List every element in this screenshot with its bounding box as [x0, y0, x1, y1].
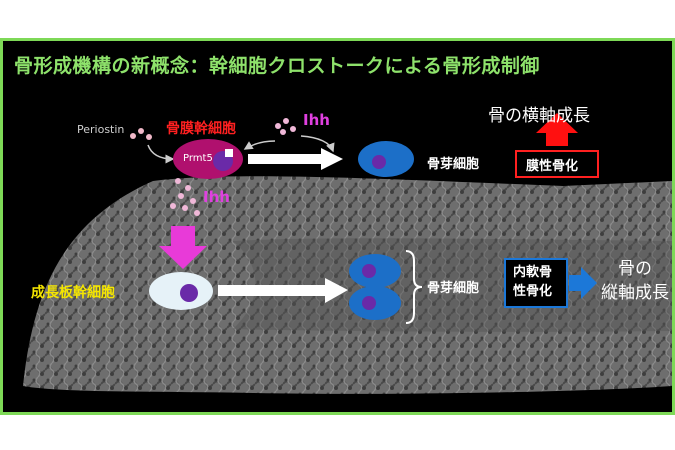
title-bar: 骨形成機構の新概念：幹細胞クロストークによる骨形成制御 [6, 44, 669, 84]
ihh-dot [178, 193, 184, 199]
white-arrow-bottom-shaft [218, 285, 328, 296]
ihh-dot [290, 126, 296, 132]
osteoblast-top-label: 骨芽細胞 [427, 157, 480, 172]
periostin-dot [130, 133, 136, 139]
osteoblast-bottom-nucleus-2 [362, 296, 376, 310]
osteoblast-top-nucleus [372, 155, 386, 169]
ihh-dot [175, 178, 181, 184]
periosteal-stem-cell-label: 骨膜幹細胞 [166, 121, 236, 137]
endochondral-box [504, 258, 568, 308]
ihh-dot [283, 118, 289, 124]
ihh-dot [275, 123, 281, 129]
ihh-dot [190, 198, 196, 204]
ihh-arrow-to-stem [243, 140, 276, 150]
diagram-frame: 骨形成機構の新概念：幹細胞クロストークによる骨形成制御 [0, 38, 675, 415]
growth-plate-stem-cell-label: 成長板幹細胞 [31, 285, 115, 301]
prmt5-label: Prmt5 [183, 153, 213, 164]
white-arrow-bottom-head [325, 278, 348, 303]
growth-plate-stem-cell-nucleus [180, 284, 198, 302]
brace [405, 250, 423, 324]
ihh-top-label: Ihh [303, 111, 330, 129]
diagram-canvas [23, 113, 672, 394]
osteoblast-top-cell [358, 141, 414, 177]
red-up-arrow [536, 113, 578, 146]
white-arrow-top-shaft [248, 154, 323, 164]
periostin-dot [138, 128, 144, 134]
ihh-dot [194, 210, 200, 216]
blue-right-arrow [569, 267, 597, 299]
intramembranous-box [515, 150, 599, 178]
ihh-dot [170, 203, 176, 209]
white-arrow-top-head [321, 148, 343, 170]
ihh-dot [280, 129, 286, 135]
horizontal-growth-label: 骨の横軸成長 [488, 106, 590, 126]
ihh-arrow-to-osteoblast [300, 135, 335, 153]
periostin-arrow [147, 144, 175, 164]
endochondral-label: 内軟骨 性骨化 [513, 265, 553, 299]
intramembranous-label: 膜性骨化 [526, 159, 579, 174]
osteoblast-bottom-label: 骨芽細胞 [427, 281, 480, 296]
ihh-mid-label: Ihh [203, 188, 230, 206]
periostin-label: Periostin [77, 123, 125, 136]
diagram-title: 骨形成機構の新概念：幹細胞クロストークによる骨形成制御 [14, 54, 540, 77]
periostin-dot [146, 134, 152, 140]
prmt5-marker [225, 149, 233, 157]
ihh-dot [182, 205, 188, 211]
magenta-down-arrow [159, 226, 207, 269]
longitudinal-growth-label: 骨の 縦軸成長 [601, 259, 669, 303]
osteoblast-bottom-nucleus-1 [362, 264, 376, 278]
ihh-dot [185, 185, 191, 191]
